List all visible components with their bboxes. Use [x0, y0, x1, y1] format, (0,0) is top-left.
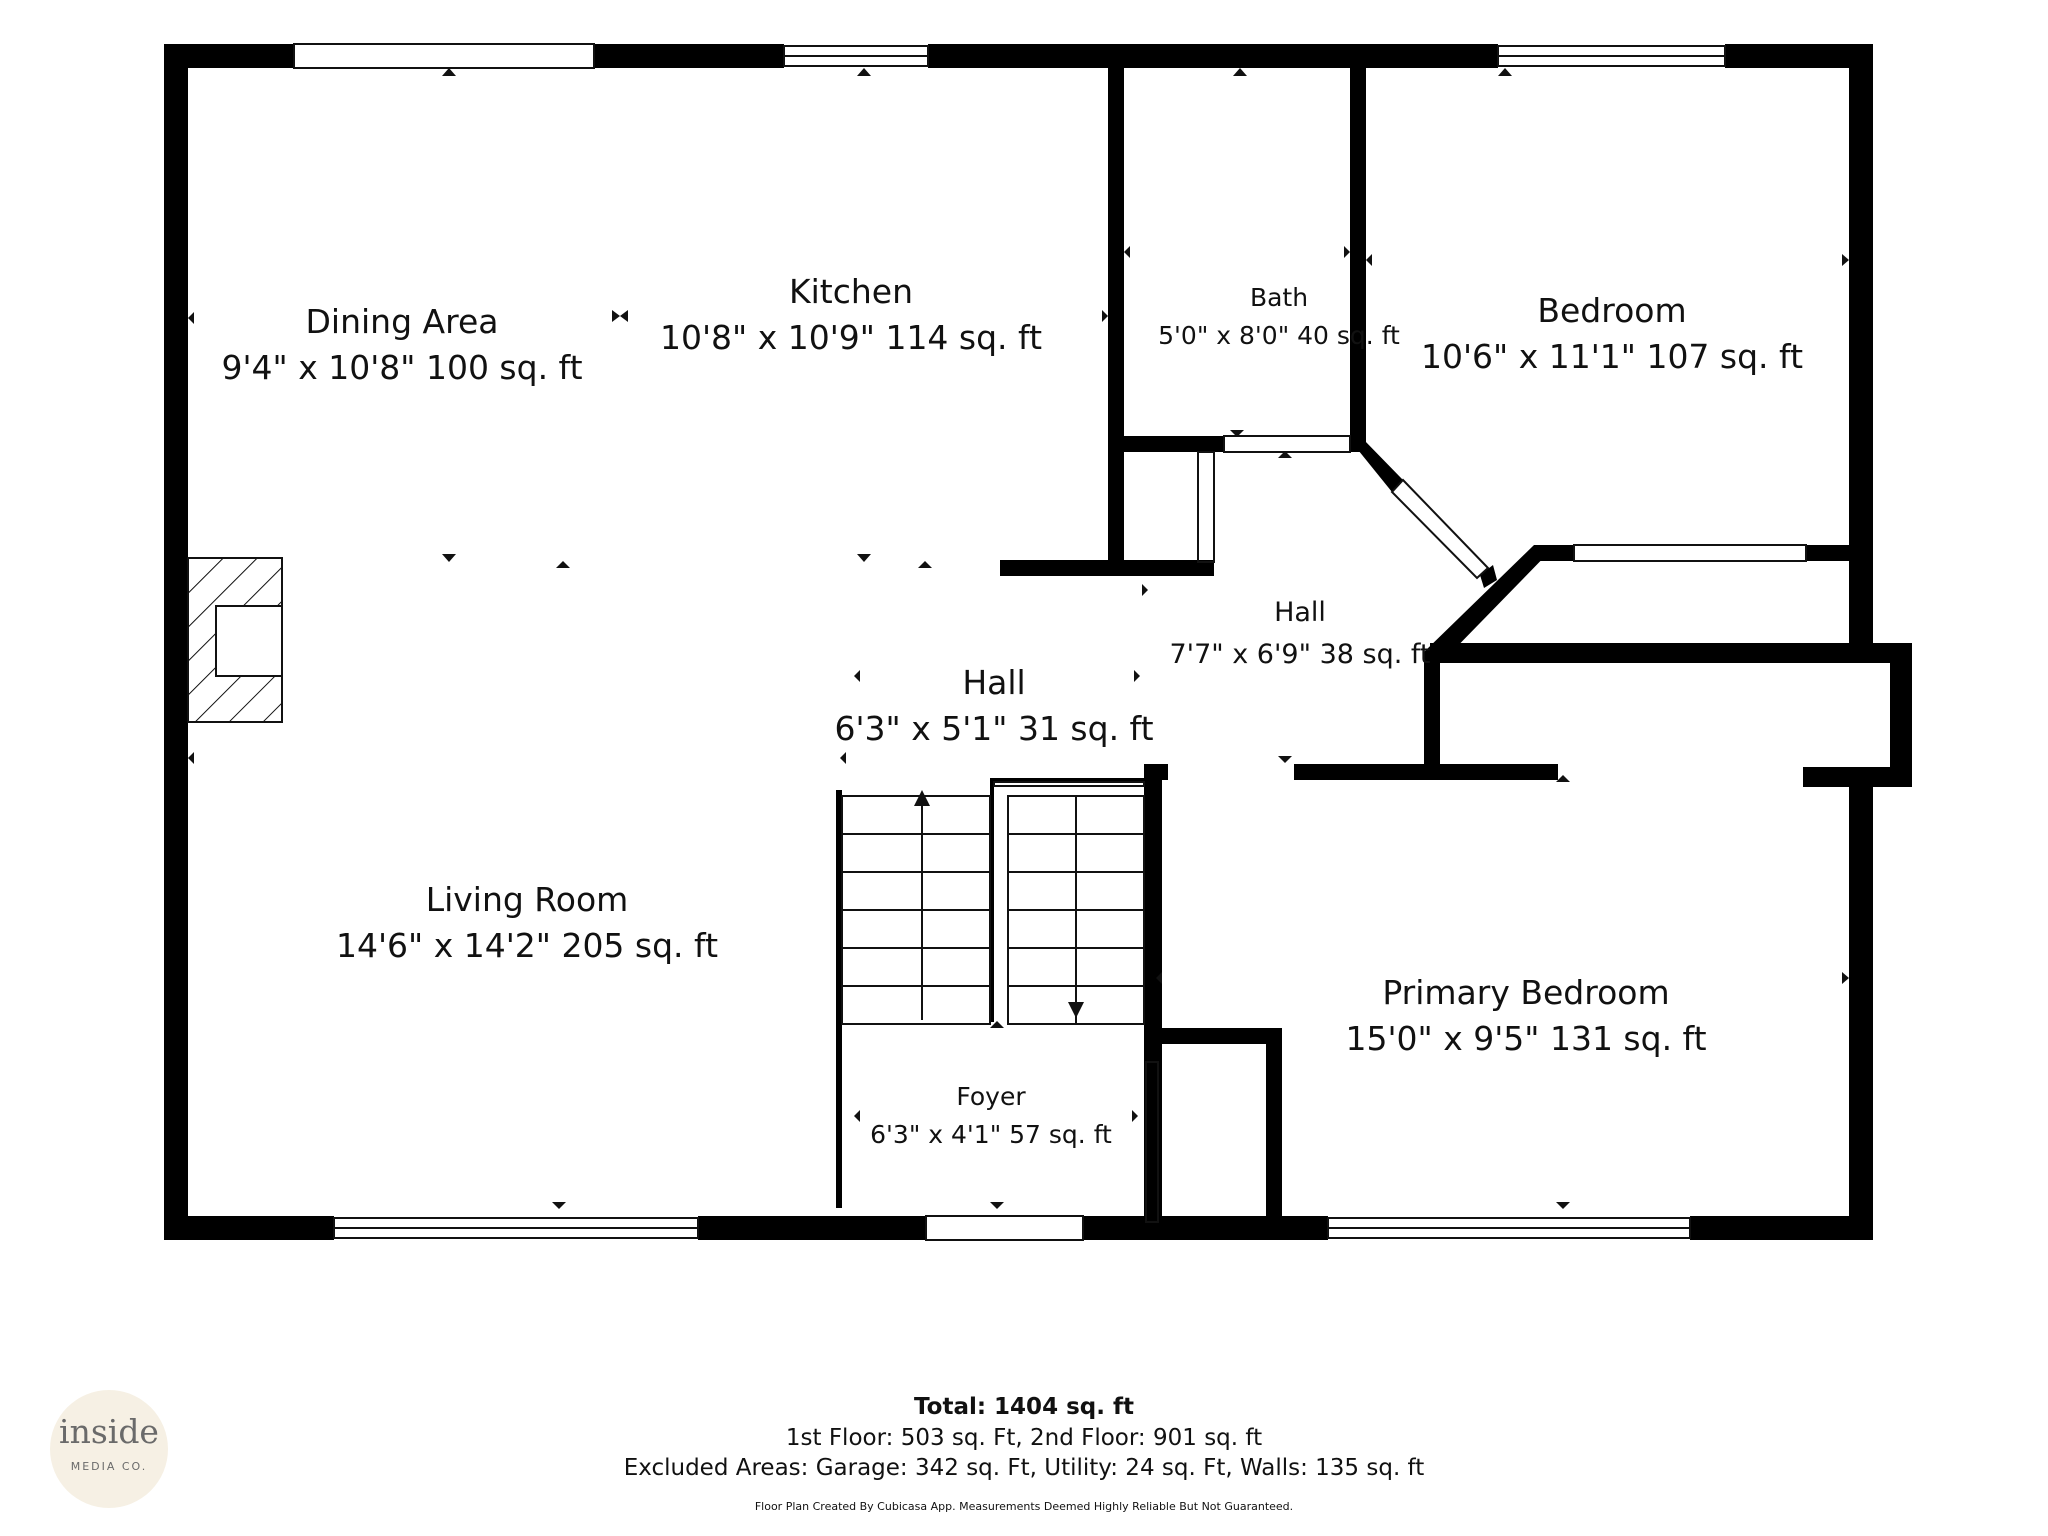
- kitchen-dims: 10'8" x 10'9" 114 sq. ft: [660, 318, 1042, 357]
- dining-area-name: Dining Area: [306, 302, 499, 341]
- interior-walls: [836, 60, 1856, 1224]
- room-living-room: Living Room 14'6" x 14'2" 205 sq. ft: [336, 880, 718, 965]
- room-hall-upper: Hall 7'7" x 6'9" 38 sq. ft: [1169, 597, 1430, 670]
- room-foyer: Foyer 6'3" x 4'1" 57 sq. ft: [870, 1082, 1112, 1149]
- hall-lower-dims: 6'3" x 5'1" 31 sq. ft: [834, 709, 1153, 748]
- fireplace: [187, 557, 283, 723]
- foyer-dims: 6'3" x 4'1" 57 sq. ft: [870, 1120, 1112, 1149]
- stair-arrows: [914, 790, 1084, 1018]
- room-kitchen: Kitchen 10'8" x 10'9" 114 sq. ft: [660, 272, 1042, 357]
- dining-area-dims: 9'4" x 10'8" 100 sq. ft: [221, 348, 582, 387]
- logo-subtitle: MEDIA CO.: [70, 1460, 148, 1473]
- room-primary-bedroom: Primary Bedroom 15'0" x 9'5" 131 sq. ft: [1345, 973, 1706, 1058]
- bedroom-dims: 10'6" x 11'1" 107 sq. ft: [1421, 337, 1803, 376]
- kitchen-name: Kitchen: [789, 272, 913, 311]
- living-room-name: Living Room: [426, 880, 629, 919]
- room-dining-area: Dining Area 9'4" x 10'8" 100 sq. ft: [221, 302, 582, 387]
- hall-upper-name: Hall: [1274, 597, 1326, 628]
- living-room-dims: 14'6" x 14'2" 205 sq. ft: [336, 926, 718, 965]
- bath-dims: 5'0" x 8'0" 40 sq. ft: [1158, 321, 1400, 350]
- foyer-name: Foyer: [956, 1082, 1026, 1111]
- door-markers: [188, 68, 1849, 1209]
- total-area: Total: 1404 sq. ft: [914, 1394, 1134, 1420]
- hall-lower-name: Hall: [962, 663, 1025, 702]
- windows: [293, 43, 1807, 1241]
- floor-areas: 1st Floor: 503 sq. Ft, 2nd Floor: 901 sq…: [785, 1425, 1263, 1451]
- brand-logo: inside MEDIA CO.: [50, 1390, 168, 1508]
- room-hall-lower: Hall 6'3" x 5'1" 31 sq. ft: [834, 663, 1153, 748]
- room-bath: Bath 5'0" x 8'0" 40 sq. ft: [1158, 283, 1400, 350]
- bath-name: Bath: [1250, 283, 1308, 312]
- hall-upper-dims: 7'7" x 6'9" 38 sq. ft: [1169, 639, 1430, 670]
- primary-bedroom-name: Primary Bedroom: [1382, 973, 1669, 1012]
- excluded-areas: Excluded Areas: Garage: 342 sq. Ft, Util…: [623, 1455, 1425, 1481]
- logo-wordmark: inside: [59, 1412, 159, 1451]
- disclaimer: Floor Plan Created By Cubicasa App. Meas…: [754, 1500, 1294, 1513]
- room-bedroom: Bedroom 10'6" x 11'1" 107 sq. ft: [1421, 291, 1803, 376]
- bedroom-name: Bedroom: [1537, 291, 1686, 330]
- exterior-walls: [164, 44, 1912, 1240]
- primary-bedroom-dims: 15'0" x 9'5" 131 sq. ft: [1345, 1019, 1706, 1058]
- staircase: [841, 781, 1145, 1025]
